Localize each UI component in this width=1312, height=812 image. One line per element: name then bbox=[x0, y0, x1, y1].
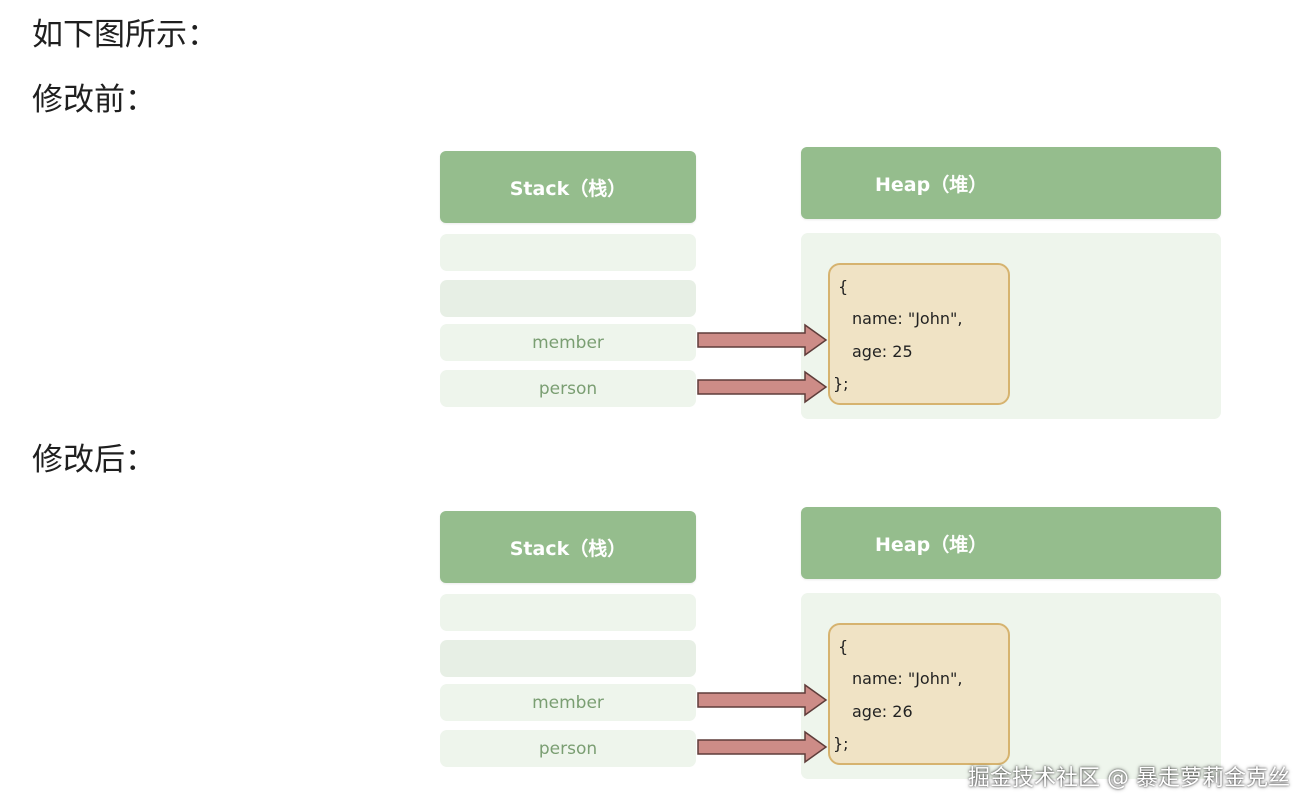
before-arrows bbox=[697, 323, 828, 404]
before-stack-cell-member: member bbox=[440, 324, 696, 361]
before-arrow-member bbox=[697, 323, 828, 357]
after-stack-header: Stack（栈） bbox=[440, 511, 696, 583]
after-stack-cell-person: person bbox=[440, 730, 696, 767]
before-stack-header: Stack（栈） bbox=[440, 151, 696, 223]
after-object-name: name: "John", bbox=[852, 669, 963, 688]
before-diagram: Stack（栈） Heap（堆） member person { name: "… bbox=[0, 147, 1312, 451]
after-arrow-member bbox=[697, 683, 828, 717]
before-object-box: { name: "John", age: 25 }; bbox=[828, 263, 1010, 405]
before-object-name: name: "John", bbox=[852, 309, 963, 328]
before-heading: 修改前： bbox=[32, 82, 156, 118]
intro-text: 如下图所示： bbox=[32, 17, 218, 53]
after-object-open: { bbox=[838, 637, 849, 656]
after-arrows bbox=[697, 683, 828, 764]
after-heap-header: Heap（堆） bbox=[801, 507, 1221, 579]
before-object-close: }; bbox=[833, 374, 849, 393]
watermark: 掘金技术社区 @ 暴走萝莉金克丝 bbox=[968, 766, 1290, 791]
after-stack-cell-member: member bbox=[440, 684, 696, 721]
before-stack-cell-2 bbox=[440, 280, 696, 317]
after-diagram: Stack（栈） Heap（堆） member person { name: "… bbox=[0, 507, 1312, 811]
after-object-box: { name: "John", age: 26 }; bbox=[828, 623, 1010, 765]
after-heading: 修改后： bbox=[32, 442, 156, 478]
before-stack-cell-1 bbox=[440, 234, 696, 271]
after-stack-cell-1 bbox=[440, 594, 696, 631]
before-heap-header: Heap（堆） bbox=[801, 147, 1221, 219]
before-arrow-person bbox=[697, 370, 828, 404]
after-object-age: age: 26 bbox=[852, 702, 913, 721]
after-object-close: }; bbox=[833, 734, 849, 753]
before-object-age: age: 25 bbox=[852, 342, 913, 361]
after-arrow-person bbox=[697, 730, 828, 764]
before-object-open: { bbox=[838, 277, 849, 296]
before-stack-cell-person: person bbox=[440, 370, 696, 407]
after-stack-cell-2 bbox=[440, 640, 696, 677]
